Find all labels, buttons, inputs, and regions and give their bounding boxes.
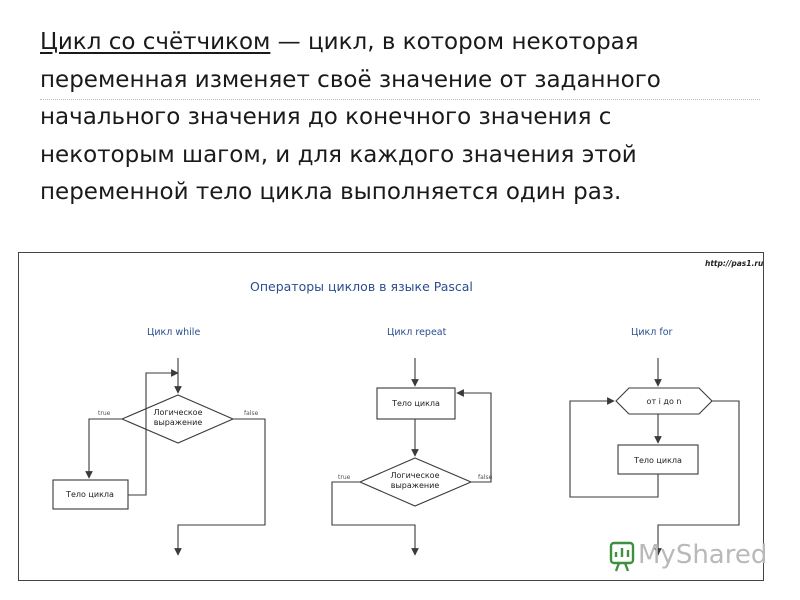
repeat-false-label: false [478, 474, 493, 481]
watermark-logo-icon [609, 541, 635, 572]
for-exit-arrow [654, 400, 740, 556]
definition-line-1: Цикл со счётчиком — цикл, в котором неко… [40, 24, 760, 62]
while-condition-line-2: выражение [154, 418, 203, 427]
while-body-box [52, 479, 129, 510]
while-condition-diamond [120, 394, 235, 444]
while-title: Цикл while [147, 327, 200, 338]
while-false-label: false [244, 410, 259, 417]
while-true-branch [85, 418, 122, 479]
source-url: http://pas1.ru [705, 259, 763, 268]
for-loop-diagram: Цикл for от i до n Тело цикла [569, 327, 740, 556]
definition-line-2: переменная изменяет своё значение от зад… [40, 66, 661, 93]
repeat-body-label: Тело цикла [391, 399, 440, 408]
repeat-title: Цикл repeat [387, 327, 447, 338]
myshared-watermark: MyShared [609, 540, 767, 572]
definition-text: Цикл со счётчиком — цикл, в котором неко… [40, 24, 760, 212]
flowchart-figure: Операторы циклов в языке Pascal http://p… [18, 252, 764, 581]
repeat-body-box [376, 387, 456, 420]
while-exit-arrow [174, 418, 266, 556]
for-loop-back-arrow [569, 397, 659, 498]
while-body-label: Тело цикла [65, 490, 114, 499]
repeat-loop-back-arrow [456, 389, 492, 483]
for-header-label: от i до n [647, 397, 682, 406]
while-loop-diagram: Цикл while Логическое выражение true fal… [52, 327, 266, 556]
for-body-box [617, 444, 699, 475]
while-loop-back-arrow [128, 369, 179, 496]
repeat-condition-diamond [358, 457, 473, 507]
repeat-condition-line-2: выражение [391, 481, 440, 490]
for-title: Цикл for [631, 327, 673, 338]
watermark-text: MyShared [638, 540, 767, 570]
while-condition-line-1: Логическое [153, 408, 202, 417]
definition-line-4: некоторым шагом, и для каждого значения … [40, 141, 637, 168]
definition-line-3: начального значения до конечного значени… [40, 104, 612, 130]
definition-term: Цикл со счётчиком [40, 29, 271, 55]
definition-line-5: переменной тело цикла выполняется один р… [40, 179, 622, 205]
figure-title: Операторы циклов в языке Pascal [250, 279, 473, 294]
while-true-label: true [98, 410, 111, 417]
flowchart-canvas: Операторы циклов в языке Pascal http://p… [52, 259, 763, 556]
for-body-label: Тело цикла [633, 456, 682, 465]
dotted-divider [40, 99, 760, 100]
repeat-condition-line-1: Логическое [390, 471, 439, 480]
definition-line-1-rest: — цикл, в котором некоторая [270, 29, 639, 55]
repeat-true-label: true [338, 474, 351, 481]
repeat-loop-diagram: Цикл repeat Тело цикла Логическое выраже… [331, 327, 493, 556]
repeat-exit-arrow [331, 481, 419, 556]
